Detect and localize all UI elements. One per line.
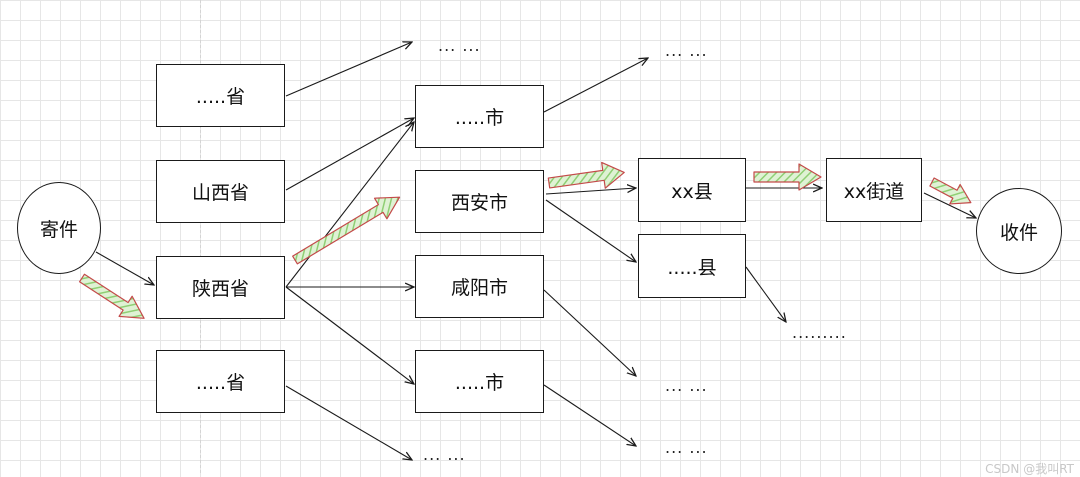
sender-label: 寄件 [39,218,78,241]
highlight-arrow-5 [929,177,972,205]
shaanxi-node: 陕西省 [156,256,285,319]
edge-sender-shaanxi [95,251,154,285]
highlight-arrow-2 [292,196,401,265]
receiver-label: 收件 [999,221,1038,244]
edge-street-receiver [923,192,976,218]
ellipsis-top-right: ... ... [665,41,708,60]
edge-xianyang-ellipsis [543,289,636,376]
city-bottom-node: .....市 [415,350,544,413]
highlight-arrow-4 [753,163,822,191]
edge-province-top-ellipsis [285,42,412,97]
xianyang-node: 咸阳市 [415,255,544,318]
edge-xian-county-xx [545,188,636,195]
highlight-arrow-3 [547,161,625,189]
edge-xian-county-dots [545,199,636,262]
xian-label: 西安市 [450,192,508,214]
xian-node: 西安市 [415,170,544,233]
edge-shanxi-city-top [285,118,414,191]
street-xx-node: xx街道 [826,158,922,222]
county-dots-label: .....县 [667,256,717,279]
edge-city-bottom-ellipsis [543,384,636,446]
xianyang-label: 咸阳市 [450,277,508,299]
shanxi-node: 山西省 [156,160,285,223]
ellipsis-county-below: ......... [792,323,847,342]
province-bottom-node: .....省 [156,350,285,413]
watermark: CSDN @我叫RT [985,462,1074,476]
shanxi-label: 山西省 [191,182,249,204]
dashed-guide-line [200,0,201,473]
shaanxi-label: 陕西省 [191,278,249,300]
county-dots-node: .....县 [638,234,746,298]
county-xx-node: xx县 [638,158,746,222]
ellipsis-top-middle: ... ... [438,36,481,55]
ellipsis-lower-right: ... ... [665,376,708,395]
ellipsis-bottom-middle: ... ... [423,445,466,464]
receiver-node: 收件 [976,188,1062,274]
ellipsis-bottom-right: ... ... [665,438,708,457]
sender-node: 寄件 [17,182,101,274]
province-bottom-label: .....省 [195,372,246,394]
edge-shaanxi-city-top [285,122,414,288]
highlight-arrow-1 [78,273,145,319]
province-top-label: .....省 [195,86,246,108]
province-top-node: .....省 [156,64,285,127]
city-bottom-label: .....市 [454,372,505,394]
edge-county-dots-ellipsis [745,266,786,322]
edge-shaanxi-city-bottom [285,286,414,384]
street-xx-label: xx街道 [843,180,905,203]
edge-city-top-ellipsis [543,58,648,113]
edge-province-bottom-ellipsis [285,385,412,460]
county-xx-label: xx县 [671,180,713,203]
city-top-label: .....市 [454,107,505,129]
city-top-node: .....市 [415,85,544,148]
